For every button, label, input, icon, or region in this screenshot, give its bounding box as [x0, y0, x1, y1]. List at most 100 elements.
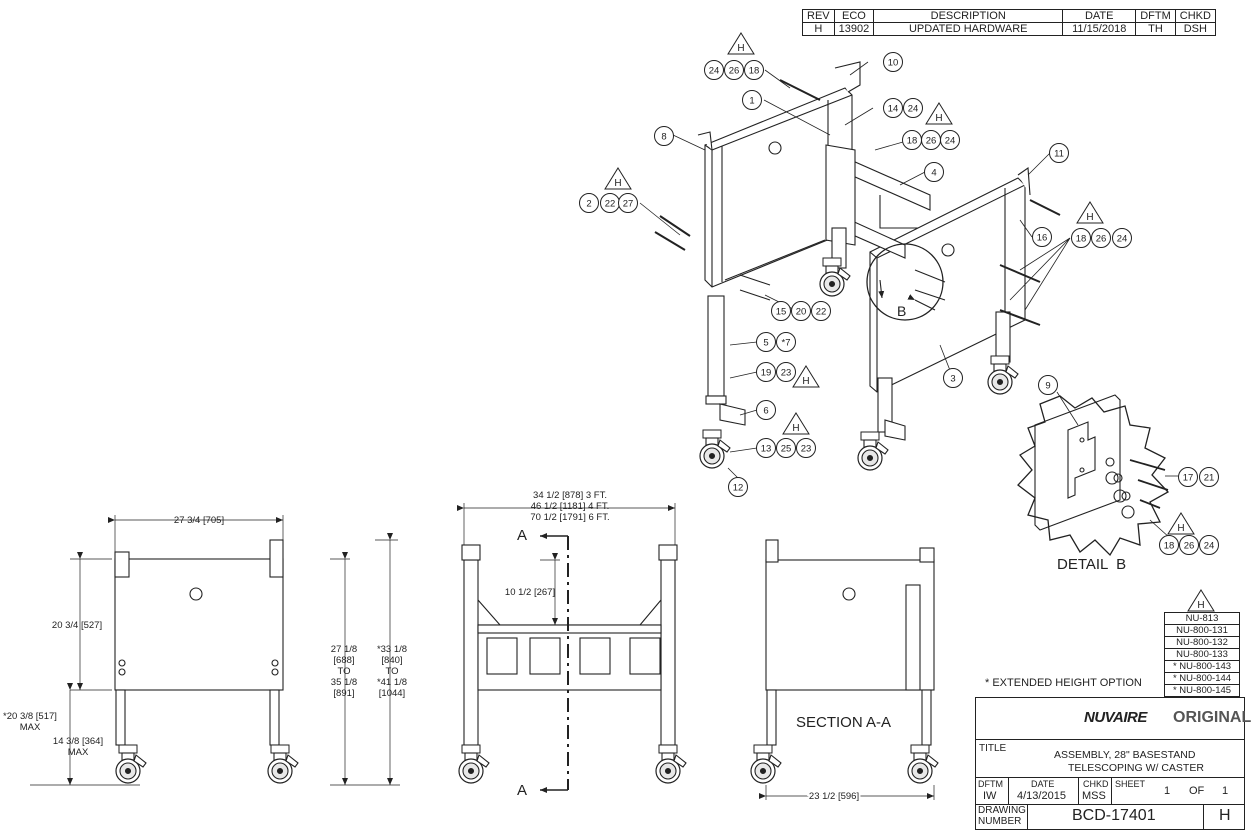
part-balloon-label: 24 — [1204, 541, 1215, 552]
section-width-dim: 23 1/2 [596] — [809, 791, 859, 802]
section-aa-title: SECTION A-A — [796, 714, 891, 731]
part-balloon-label: 4 — [931, 168, 936, 179]
isometric-assembly-view — [654, 61, 1061, 471]
section-mark-top: A — [517, 527, 527, 544]
logo-row: NUVAIRE ORIGINAL — [976, 698, 1251, 740]
part-balloon-12: 12 — [728, 477, 748, 497]
of-value: 1 — [1222, 785, 1229, 797]
revision-flag: H — [727, 32, 755, 55]
part-balloon-24: 24 — [1199, 535, 1219, 555]
part-balloon-label: 25 — [781, 444, 792, 455]
part-balloon-label: 26 — [729, 66, 740, 77]
part-balloon-label: 24 — [709, 66, 720, 77]
revision-flag: H — [925, 102, 953, 125]
part-balloon-2: 2 — [579, 193, 599, 213]
part-balloon-24: 24 — [704, 60, 724, 80]
part-balloon-19: 19 — [756, 362, 776, 382]
part-balloon-label: 11 — [1054, 149, 1064, 160]
part-balloon-label: 18 — [1076, 234, 1087, 245]
side-width-3: 70 1/2 [1791] 6 FT. — [530, 512, 609, 523]
revision-flag: H — [1187, 589, 1215, 612]
revision-flags: H H H H H H H H — [604, 32, 1215, 612]
part-balloon-label: 15 — [776, 307, 787, 318]
part-number: * NU-800-144 — [1164, 672, 1240, 685]
part-balloon-label: *7 — [782, 338, 791, 349]
part-balloon-8: 8 — [654, 126, 674, 146]
revision-flag-label: H — [737, 43, 744, 54]
nuvaire-logo: NUVAIRE — [1084, 709, 1147, 726]
sheet-label: SHEET — [1115, 779, 1146, 789]
part-balloon-label: 13 — [761, 444, 772, 455]
revision-flag: H — [782, 412, 810, 435]
front-overall-5: [891] — [333, 688, 354, 699]
part-balloon-21: 21 — [1199, 467, 1219, 487]
front-ext-4: *41 1/8 — [377, 677, 407, 688]
detail-b-view — [1017, 391, 1178, 557]
side-height-dim: 10 1/2 [267] — [505, 587, 555, 598]
revision-flag: H — [1167, 512, 1195, 535]
drawing-label-2: NUMBER — [978, 816, 1022, 827]
part-balloon-label: 12 — [733, 483, 744, 494]
part-balloon-10: 10 — [883, 52, 903, 72]
part-number: * NU-800-143 — [1164, 660, 1240, 673]
date-label: DATE — [1031, 779, 1055, 789]
part-balloon-26: 26 — [724, 60, 744, 80]
part-balloon-label: 27 — [623, 199, 634, 210]
part-balloon-25: 25 — [776, 438, 796, 458]
description-value: UPDATED HARDWARE — [873, 22, 1064, 36]
front-ext-3: TO — [385, 666, 398, 677]
drawing-number: BCD-17401 — [1072, 807, 1156, 824]
front-overall-2: [688] — [333, 655, 354, 666]
revision-flag-label: H — [802, 376, 809, 387]
revision-flag-label: H — [614, 178, 621, 189]
part-balloon-label: 3 — [950, 374, 955, 385]
part-balloon-label: 18 — [749, 66, 760, 77]
part-balloon-24: 24 — [1112, 228, 1132, 248]
part-balloon-9: 9 — [1038, 375, 1058, 395]
part-balloon-label: 2 — [586, 199, 591, 210]
part-number: * NU-800-145 — [1164, 684, 1240, 697]
part-balloon-7: *7 — [776, 332, 796, 352]
part-balloon-13: 13 — [756, 438, 776, 458]
section-line-aa — [540, 533, 569, 793]
revision-flag-label: H — [1086, 212, 1093, 223]
detail-b-callout: B — [897, 303, 906, 319]
part-balloon-23: 23 — [796, 438, 816, 458]
revision-flag-label: H — [792, 423, 799, 434]
part-balloon-label: 24 — [945, 136, 956, 147]
part-balloon-label: 26 — [1184, 541, 1195, 552]
revision-flag: H — [1076, 201, 1104, 224]
revision-flag: H — [604, 167, 632, 190]
part-balloon-14: 14 — [883, 98, 903, 118]
part-balloon-label: 5 — [763, 338, 768, 349]
revision-flag-label: H — [1177, 523, 1184, 534]
revision-flag-label: H — [935, 113, 942, 124]
title-line-2: TELESCOPING W/ CASTER — [1068, 762, 1204, 774]
sheet-value: 1 — [1164, 785, 1171, 797]
part-balloon-label: 9 — [1045, 381, 1050, 392]
detail-b-title: DETAIL B — [1057, 556, 1126, 573]
revision-flag: H — [792, 365, 820, 388]
title-block: NUVAIRE ORIGINAL TITLE ASSEMBLY, 28" BAS… — [975, 697, 1251, 830]
original-stamp: ORIGINAL — [1173, 709, 1252, 726]
chkd-value: MSS — [1082, 790, 1106, 802]
part-balloon-24: 24 — [903, 98, 923, 118]
part-balloon-label: 26 — [926, 136, 937, 147]
title-row: TITLE ASSEMBLY, 28" BASESTAND TELESCOPIN… — [976, 740, 1244, 778]
front-overall-3: TO — [337, 666, 350, 677]
part-balloon-label: 10 — [888, 58, 899, 69]
part-balloon-3: 3 — [943, 368, 963, 388]
front-width-dim: 27 3/4 [705] — [174, 515, 224, 526]
revision-table: REV ECO DESCRIPTION DATE DFTM CHKD H 139… — [802, 9, 1216, 36]
front-overall-4: 35 1/8 — [331, 677, 357, 688]
chkd-header: CHKD — [1174, 9, 1216, 23]
part-balloon-27: 27 — [618, 193, 638, 213]
part-balloon-26: 26 — [1091, 228, 1111, 248]
side-view-dims — [457, 503, 676, 625]
part-balloon-18: 18 — [902, 130, 922, 150]
part-balloon-11: 11 — [1049, 143, 1069, 163]
section-aa-dims — [759, 785, 935, 800]
part-balloon-label: 19 — [761, 368, 772, 379]
part-balloon-18: 18 — [1071, 228, 1091, 248]
part-balloon-label: 14 — [888, 104, 899, 115]
